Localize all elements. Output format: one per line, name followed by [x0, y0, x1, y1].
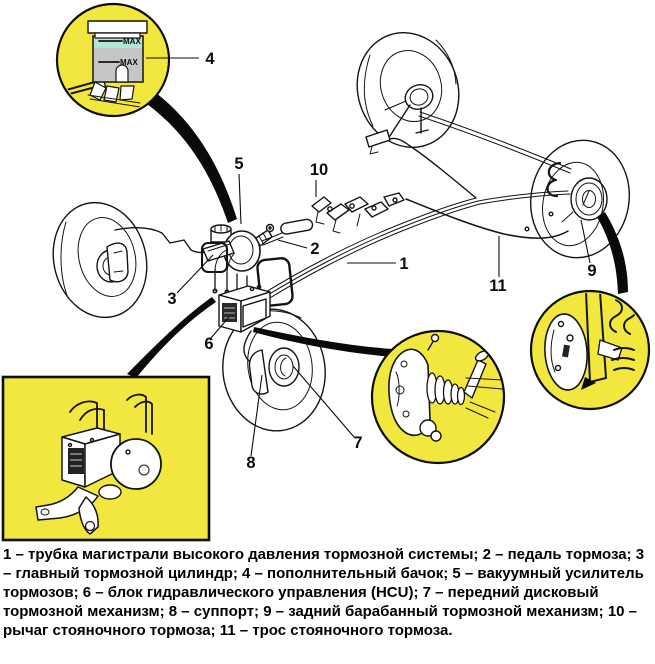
max-upper-label: MAX: [123, 37, 141, 46]
swoosh-drum: [597, 212, 628, 294]
callout-1: 1: [399, 255, 408, 273]
inset-rear-drum: [529, 289, 651, 411]
swoosh-hcu: [127, 297, 216, 378]
front-left-wheel: [52, 201, 214, 319]
callout-2: 2: [310, 240, 319, 258]
swoosh-reservoir: [147, 93, 237, 223]
rear-left-wheel: [356, 32, 460, 148]
callout-11: 11: [489, 277, 506, 295]
leader-lines: [146, 57, 591, 457]
front-right-caliper: [248, 349, 269, 395]
high-pressure-line: [262, 200, 479, 299]
inset-reservoir: MAX MAX: [55, 2, 171, 118]
inset-hcu: [1, 375, 211, 542]
front-left-caliper: [106, 242, 129, 283]
callout-10: 10: [310, 161, 328, 179]
callout-8: 8: [246, 454, 255, 472]
callout-6: 6: [204, 335, 213, 353]
callout-5: 5: [234, 155, 243, 173]
brake-lines: [260, 104, 572, 302]
figure-caption: 1 – трубка магистрали высокого давления …: [3, 546, 645, 639]
callout-7: 7: [353, 434, 362, 452]
rear-drum: [570, 177, 608, 221]
mount-bracket: [256, 257, 294, 307]
swoosh-disc: [253, 327, 393, 357]
callout-9: 9: [587, 262, 596, 280]
callout-4: 4: [205, 50, 215, 68]
inset-front-disc: [370, 329, 506, 465]
max-lower-label: MAX: [120, 58, 138, 67]
parking-brake-cable: [405, 198, 569, 239]
rear-right-wheel: [524, 139, 631, 259]
hcu-pump-motor: [110, 438, 162, 490]
callout-3: 3: [167, 290, 176, 308]
parking-cable-hook: [546, 161, 562, 198]
parking-brake-lever: [311, 192, 405, 234]
front-right-brake-hose: [243, 330, 252, 362]
brake-pedal: [280, 218, 314, 235]
brake-system-diagram: MAX MAX: [1, 2, 651, 542]
pedal-and-lever: [261, 192, 405, 246]
